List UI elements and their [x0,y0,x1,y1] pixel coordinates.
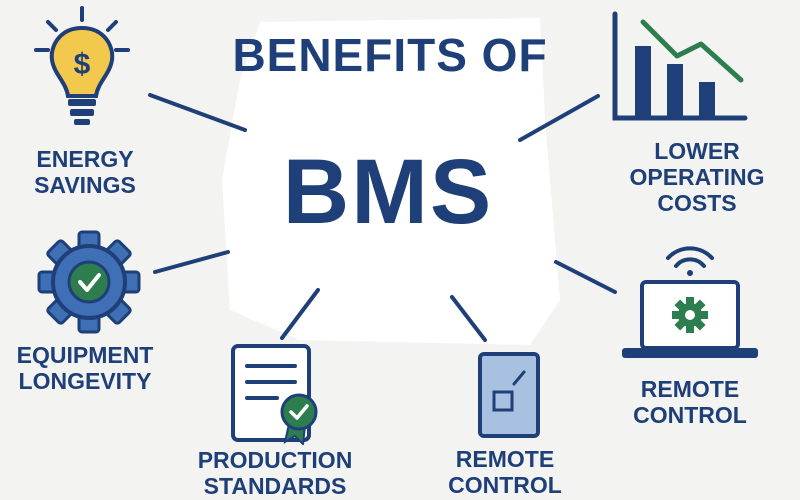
laptop-wifi-gear-icon [622,246,758,358]
connector-line-remote-right [554,260,617,294]
center-panel [222,18,560,345]
diagram-main-title: BMS [282,141,494,243]
benefit-label-remote-control-bottom: REMOTE CONTROL [448,446,562,498]
diagram-title: BENEFITS OF [232,29,548,81]
benefit-label-lower-operating-costs: LOWER OPERATING COSTS [629,138,765,216]
connector-line-equipment [153,250,230,274]
benefit-label-energy-savings: ENERGY SAVINGS [34,146,136,198]
benefit-label-production-standards: PRODUCTION STANDARDS [197,447,353,499]
connector-line-remote-bottom [450,295,487,342]
benefit-label-equipment-longevity: EQUIPMENT LONGEVITY [16,342,154,394]
connector-line-energy [148,93,247,132]
gear-check-icon [37,230,141,334]
remote-panel-icon [478,352,540,438]
connector-line-costs [518,94,600,142]
declining-bar-chart-icon [612,11,748,121]
connector-line-production [280,288,320,340]
lightbulb-dollar-icon: $ [34,6,130,125]
benefit-label-remote-control-right: REMOTE CONTROL [633,376,747,428]
svg-text:$: $ [74,48,91,81]
certificate-document-icon [231,344,318,445]
